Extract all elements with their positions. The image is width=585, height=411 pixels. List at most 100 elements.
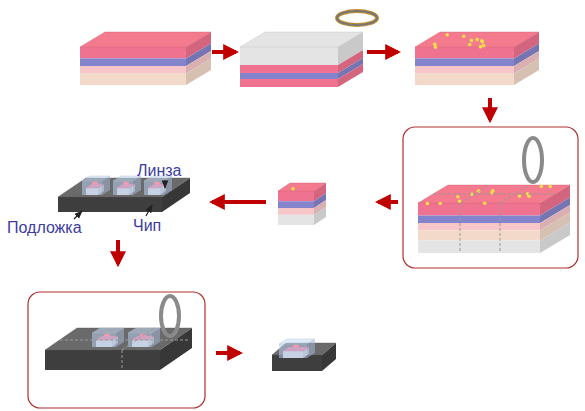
block-top	[278, 183, 326, 191]
substrate-label: Подложка	[7, 219, 82, 237]
block-top	[279, 339, 315, 344]
wafer-with-optics	[415, 32, 539, 85]
flow-arrow	[116, 240, 120, 264]
dicing-saw	[161, 296, 179, 336]
dicing-line	[460, 185, 490, 253]
layer-front	[418, 241, 540, 254]
optics-dot	[434, 45, 438, 49]
lens-label: Линза	[137, 162, 182, 180]
leader-line	[164, 180, 165, 188]
leader-line	[74, 211, 82, 219]
flow-arrow	[212, 50, 236, 54]
step-frames	[28, 127, 578, 408]
optics-dot	[426, 202, 430, 206]
block-top	[240, 32, 363, 47]
dicing-line	[500, 185, 530, 253]
layer-front	[80, 74, 186, 85]
layer-front	[80, 58, 186, 66]
layer-front	[279, 344, 307, 358]
optics-dot	[291, 187, 295, 191]
layer-front	[80, 66, 186, 74]
layer-front	[82, 181, 102, 195]
block-top	[418, 185, 570, 203]
layer-front	[418, 203, 540, 216]
leader-line	[146, 205, 152, 216]
layer-front	[415, 47, 514, 58]
wafer-stack	[80, 32, 211, 85]
substrate-dicing	[45, 296, 192, 370]
dicing-saw	[337, 11, 377, 25]
singulation-frame	[28, 292, 205, 408]
lens-module	[272, 339, 336, 371]
layer-front	[80, 47, 186, 58]
dicing-frame	[403, 127, 578, 268]
chip-lens-spot	[293, 345, 299, 348]
optics-dot	[540, 185, 544, 189]
layer-front	[240, 79, 338, 87]
layer-front	[415, 66, 514, 74]
block-top	[82, 176, 110, 181]
layer-side	[514, 59, 539, 85]
layer-front	[240, 47, 338, 65]
dicing-line	[433, 194, 555, 195]
chip-lens-spot	[123, 182, 129, 185]
optics-dot	[475, 38, 479, 42]
substrate-assembly	[58, 176, 190, 212]
layer-front	[278, 215, 314, 225]
optics-dot	[456, 195, 460, 199]
layer-front	[113, 181, 133, 195]
block-top	[113, 176, 141, 181]
wafer-dicing	[418, 138, 570, 253]
block-top	[92, 328, 124, 333]
layer-front	[240, 73, 338, 79]
layer-front	[240, 65, 338, 73]
optics-dot	[480, 39, 484, 43]
optics-dot	[462, 34, 466, 38]
layer-front	[45, 350, 160, 370]
block-top	[415, 32, 539, 47]
part-drawings	[45, 11, 570, 371]
flow-arrow	[216, 351, 240, 355]
flipped-wafer	[240, 11, 377, 87]
flow-arrow	[367, 50, 398, 54]
chip-lens-spot	[92, 182, 98, 185]
optics-dot	[483, 201, 487, 205]
layer-side	[314, 207, 326, 225]
optics-dot	[438, 202, 442, 206]
layer-front	[418, 231, 540, 241]
dicing-saw	[524, 138, 542, 182]
layer-side	[338, 64, 363, 87]
flow-arrow	[488, 98, 492, 120]
block-top	[45, 328, 192, 350]
layer-side	[186, 59, 211, 85]
layer-front	[415, 74, 514, 85]
layer-front	[418, 216, 540, 224]
layer-front	[144, 181, 164, 195]
single-die	[278, 183, 326, 225]
block-top	[128, 328, 160, 333]
layer-side	[540, 223, 570, 254]
layer-front	[278, 191, 314, 201]
optics-dot	[479, 45, 483, 49]
optics-dot	[445, 33, 449, 37]
chip-label: Чип	[133, 217, 161, 235]
layer-front	[278, 208, 314, 215]
block-top	[80, 32, 211, 47]
optics-dot	[470, 39, 474, 43]
flow-arrow	[212, 200, 266, 204]
layer-front	[418, 223, 540, 231]
optics-dot	[482, 44, 486, 48]
optics-dot	[491, 189, 495, 193]
chip-lens-spot	[154, 182, 160, 185]
flow-arrow	[378, 200, 398, 204]
leader-lines	[74, 180, 165, 219]
layer-front	[58, 197, 162, 212]
layer-front	[278, 201, 314, 208]
optics-dot	[548, 185, 552, 189]
optics-dot	[527, 194, 531, 198]
chip-lens-spot	[104, 334, 110, 337]
optics-dot	[468, 43, 472, 47]
optics-dot	[518, 194, 522, 198]
